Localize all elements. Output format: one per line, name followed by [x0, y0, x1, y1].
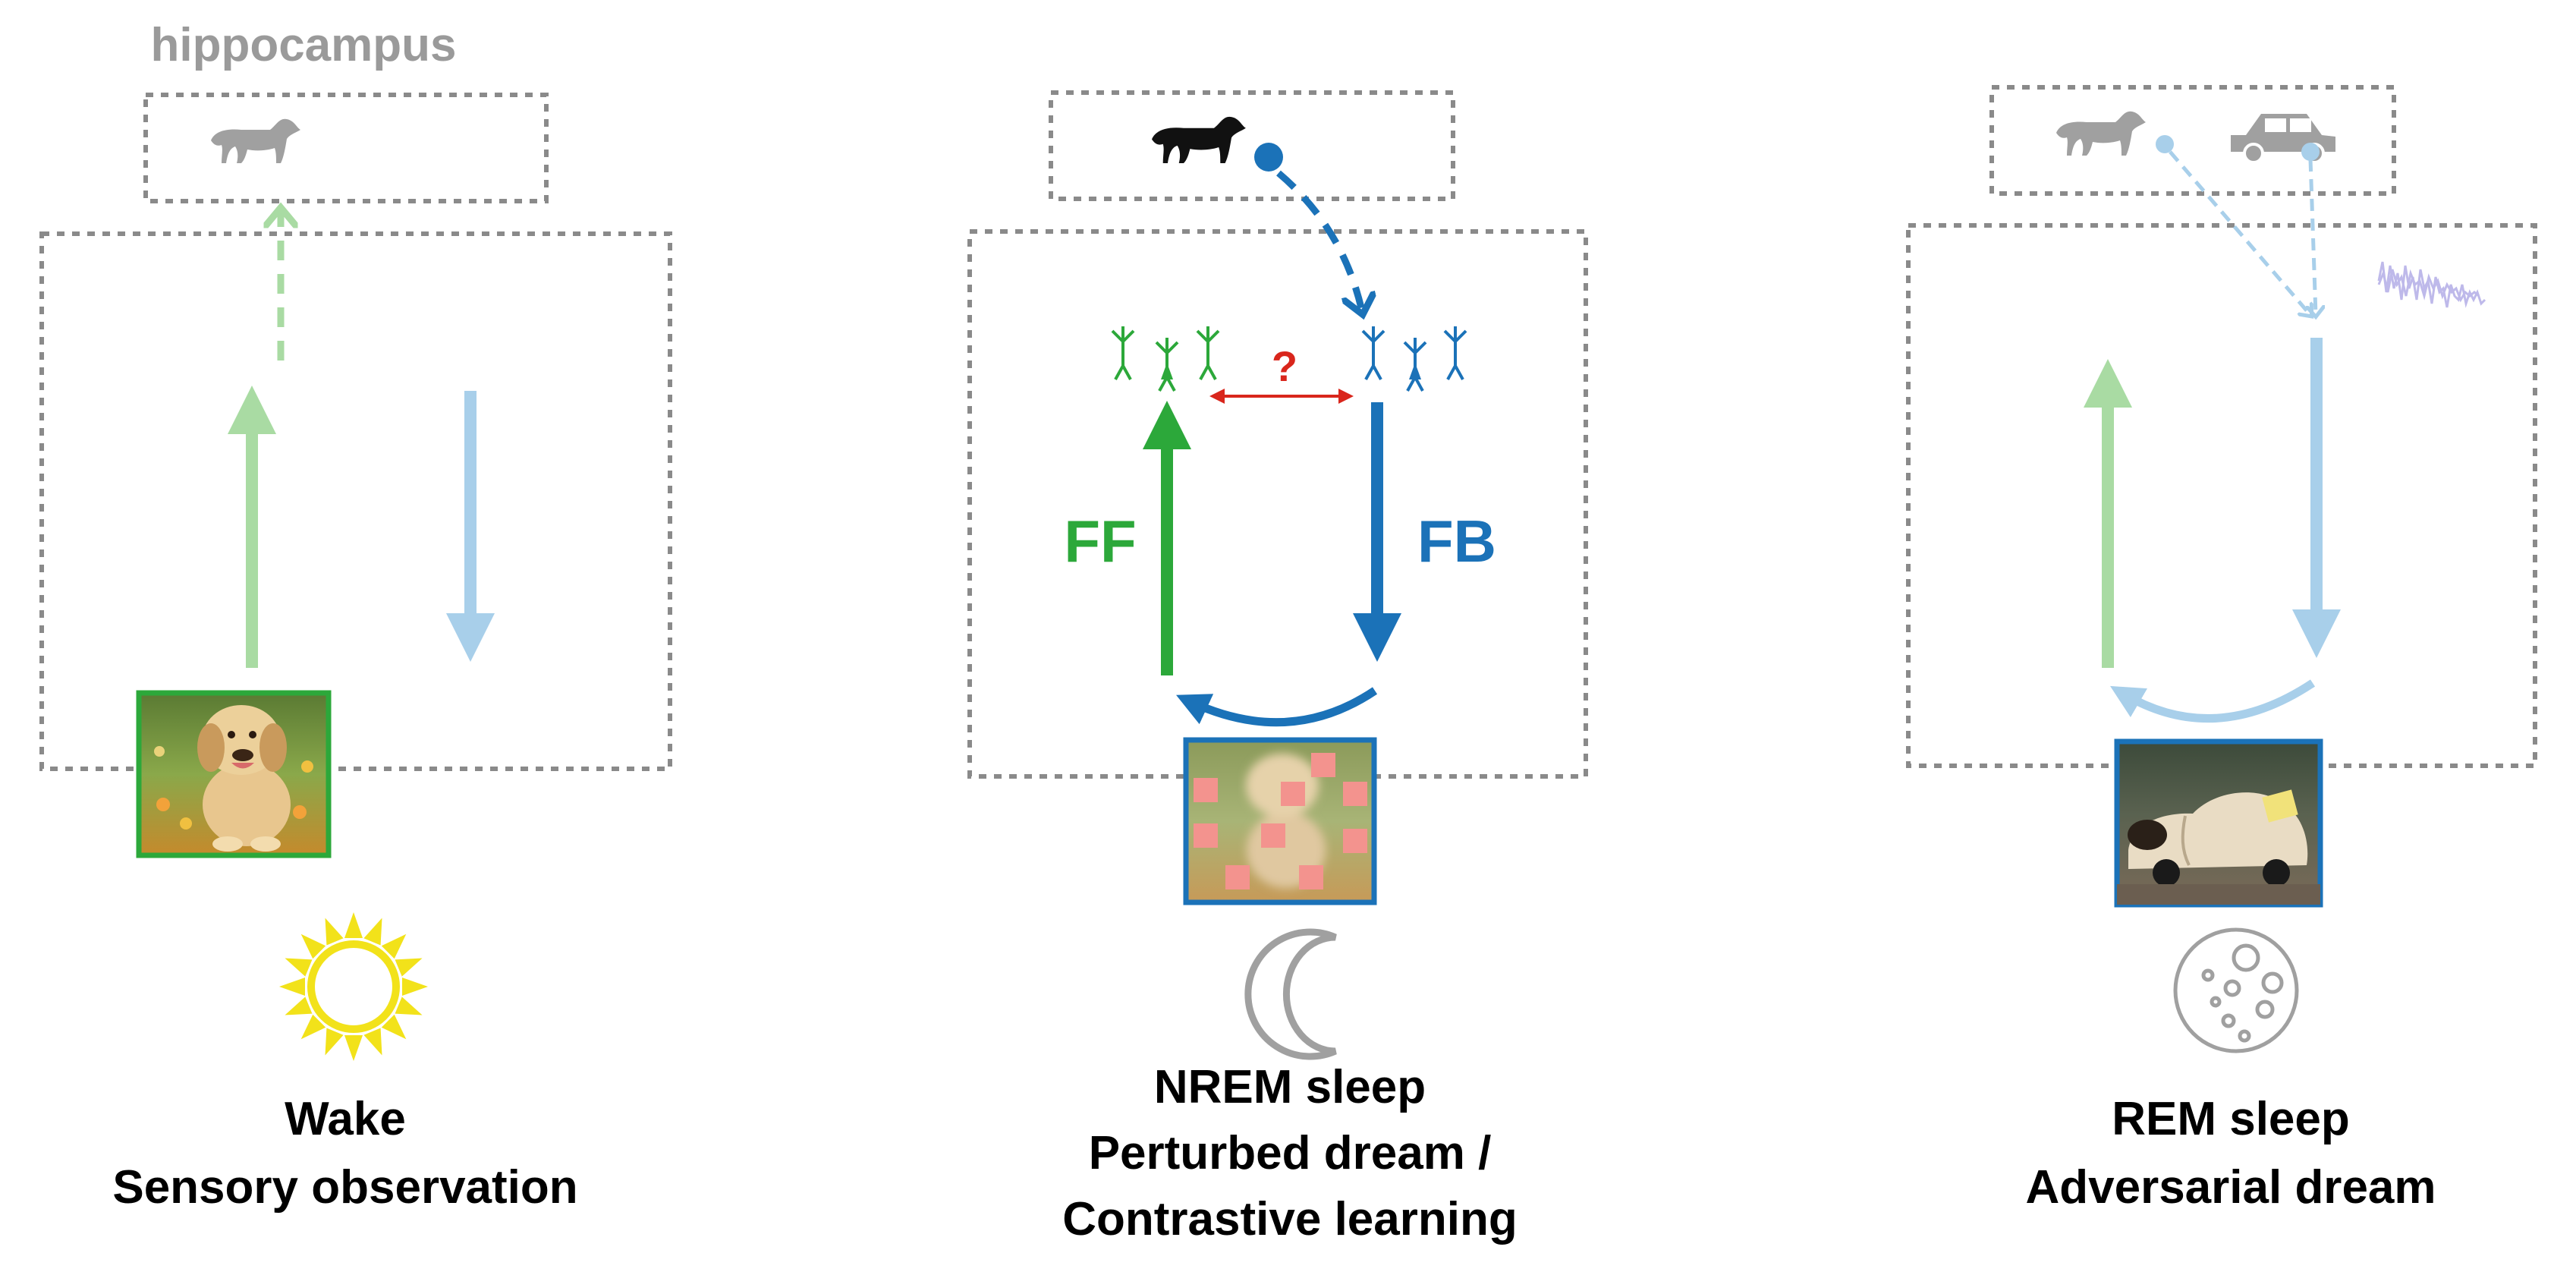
feedback-neuron-group [1361, 325, 1467, 392]
dog-icon [211, 118, 300, 163]
replay-dashed-arrow-car [2310, 159, 2316, 315]
car-icon [2231, 114, 2335, 164]
replay-dashed-arrow [1276, 170, 1362, 311]
nrem-subtitle-1: Perturbed dream / [1089, 1127, 1492, 1179]
nrem-subtitle-2: Contrastive learning [1062, 1193, 1517, 1245]
feedforward-neuron-group [1111, 325, 1220, 392]
hippocampus-box [143, 93, 549, 203]
puppy-photo [136, 690, 332, 858]
question-mark: ? [1272, 342, 1297, 390]
rem-moon-icon [2173, 927, 2299, 1053]
memory-node-car [2301, 143, 2320, 161]
rem-title: REM sleep [2112, 1093, 2350, 1145]
wake-title: Wake [285, 1093, 406, 1145]
loop-arrow [1176, 687, 1378, 727]
loop-arrow [2109, 679, 2316, 723]
nrem-title: NREM sleep [1154, 1061, 1426, 1113]
memory-node [1254, 143, 1283, 172]
sun-icon [279, 912, 428, 1061]
hippocampus-box [1049, 90, 1455, 201]
memory-node-dog [2156, 135, 2174, 153]
fb-label: FB [1417, 508, 1496, 575]
rem-subtitle: Adversarial dream [2025, 1161, 2436, 1214]
wake-panel: hippocampus [39, 19, 672, 1214]
dog-icon [1152, 116, 1246, 163]
moon-icon [1244, 928, 1337, 1060]
wake-subtitle: Sensory observation [112, 1161, 577, 1214]
noise-patches [1194, 753, 1367, 889]
nrem-panel: ? FF FB [967, 90, 1588, 1245]
ff-label: FF [1064, 508, 1136, 575]
dog-car-photo [2114, 738, 2323, 908]
rem-panel: REM sleep Adversarial dream [1906, 85, 2537, 1214]
hippocampus-box [1989, 85, 2396, 196]
replay-dashed-arrow-dog [2169, 150, 2310, 315]
noise-icon [2377, 261, 2486, 308]
cortex-box [1906, 223, 2537, 768]
cortex-box [967, 229, 1588, 779]
occluded-puppy-photo [1183, 737, 1377, 905]
hippocampus-label: hippocampus [150, 19, 456, 71]
cortex-box [39, 231, 672, 771]
dog-icon [2056, 111, 2146, 156]
